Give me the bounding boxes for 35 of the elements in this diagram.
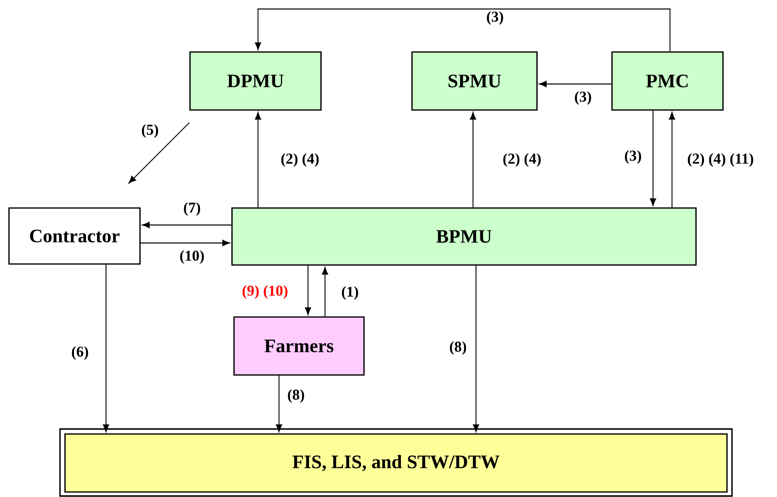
arrow — [254, 112, 262, 208]
edge-label: (6) — [72, 346, 88, 360]
edge-label: (5) — [142, 124, 158, 138]
unit-box: PMC — [611, 51, 724, 111]
arrow — [254, 8, 670, 52]
edge-label: (9) (10) — [242, 285, 288, 299]
unit-box: DPMU — [189, 51, 322, 111]
edge-label: (1) — [342, 286, 358, 300]
edge-label: (8) — [288, 389, 304, 403]
edge-label: (10) — [180, 250, 204, 264]
farmers-box: Farmers — [233, 316, 365, 376]
arrow — [322, 267, 328, 317]
arrow — [128, 122, 190, 184]
contractor-box: Contractor — [8, 207, 141, 265]
arrow — [140, 240, 230, 246]
unit-box: BPMU — [231, 207, 697, 266]
edge-label: (8) — [450, 341, 466, 355]
arrow — [668, 112, 676, 208]
edge-label: (7) — [184, 202, 200, 216]
edge-label: (3) — [486, 11, 504, 25]
arrow — [539, 80, 612, 88]
unit-box: SPMU — [411, 51, 538, 111]
edge-label: (2) (4) — [281, 153, 319, 167]
arrow — [650, 110, 656, 206]
arrow — [470, 112, 476, 208]
arrow — [472, 265, 480, 432]
edge-label: (2) (4) (11) — [688, 153, 754, 167]
edge-label: (3) — [574, 91, 592, 105]
arrow — [142, 222, 232, 228]
arrow — [304, 265, 312, 315]
arrow — [276, 375, 282, 432]
edge-label: (3) — [624, 150, 642, 164]
edge-label: (2) (4) — [503, 153, 541, 167]
arrow — [102, 264, 110, 432]
irrigation-box: FIS, LIS, and STW/DTW — [59, 428, 733, 497]
